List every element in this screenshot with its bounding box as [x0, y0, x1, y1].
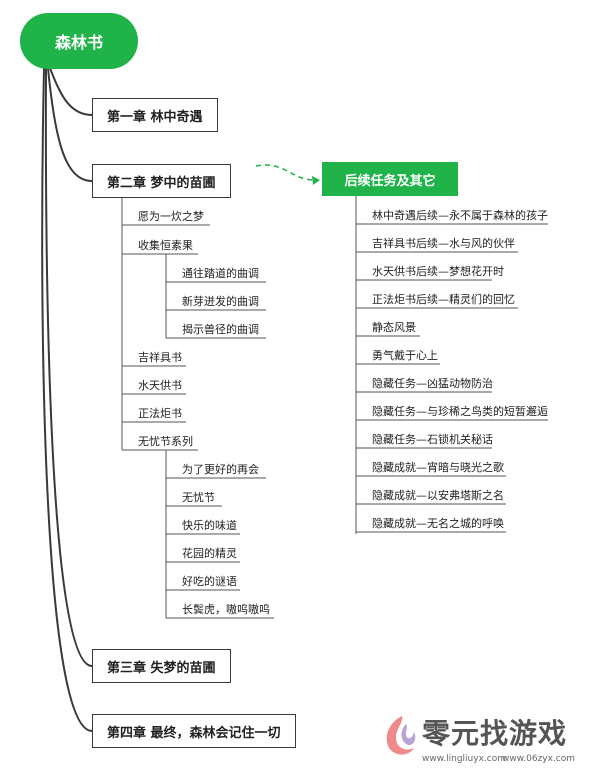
ch2-item: 水天供书	[138, 379, 182, 392]
connector-root-ch4	[41, 67, 93, 732]
chapter-4-node[interactable]: 第四章 最终，森林会记住一切	[92, 714, 296, 748]
watermark-url: www.06zyx.com	[502, 754, 576, 764]
chapter-1-node[interactable]: 第一章 林中奇遇	[92, 98, 218, 132]
ch2-subitem: 为了更好的再会	[182, 463, 259, 476]
ch2-item: 正法炬书	[138, 407, 182, 420]
ch2-subitem: 花园的精灵	[182, 547, 237, 560]
followup-item: 林中奇遇后续—永不属于森林的孩子	[372, 209, 548, 222]
followup-item: 正法炬书后续—精灵们的回忆	[372, 293, 515, 306]
followup-item: 勇气戴于心上	[372, 349, 438, 362]
followup-node[interactable]: 后续任务及其它	[322, 162, 458, 196]
connector-root-ch2	[47, 67, 93, 182]
ch2-item: 吉祥具书	[138, 351, 182, 364]
followup-item: 隐藏成就—宵暗与晓光之歌	[372, 461, 504, 474]
arrow-head	[312, 176, 320, 185]
followup-item: 隐藏任务—石锁机关秘话	[372, 433, 493, 446]
watermark: 零元找游戏 www.lingliuyx.com www.06zyx.com	[378, 712, 598, 770]
chapter-3-node[interactable]: 第三章 失梦的苗圃	[92, 649, 231, 683]
watermark-logo-icon	[386, 716, 416, 755]
connector-root-ch3	[44, 67, 93, 667]
ch2-subitem: 新芽迸发的曲调	[182, 295, 259, 308]
ch2-subitem: 揭示兽径的曲调	[182, 323, 259, 336]
ch2-subitem: 通往踏道的曲调	[182, 267, 259, 280]
followup-item: 水天供书后续—梦想花开时	[372, 265, 504, 278]
watermark-title: 零元找游戏	[422, 717, 568, 750]
ch2-item: 愿为一炊之梦	[138, 210, 204, 223]
ch2-item: 收集恒素果	[138, 239, 193, 252]
ch2-subitem: 长鬓虎，嗷呜嗷呜	[182, 603, 270, 616]
ch2-subitem: 无忧节	[182, 491, 215, 504]
ch2-subitem: 好吃的谜语	[182, 575, 237, 588]
followup-item: 隐藏任务—凶猛动物防治	[372, 377, 493, 390]
followup-item: 静态风景	[372, 321, 416, 334]
connector-ch2-followup	[255, 164, 319, 181]
watermark-url: www.lingliuyx.com	[422, 754, 506, 764]
chapter-2-node[interactable]: 第二章 梦中的苗圃	[92, 164, 231, 198]
ch2-subitem: 快乐的味道	[182, 519, 237, 532]
followup-item: 吉祥具书后续—水与风的伙伴	[372, 237, 515, 250]
ch2-item: 无忧节系列	[138, 435, 193, 448]
connector-root-ch1	[49, 67, 93, 116]
followup-item: 隐藏任务—与珍稀之鸟类的短暂邂逅	[372, 405, 548, 418]
root-node[interactable]: 森林书	[20, 13, 138, 69]
followup-item: 隐藏成就—以安弗塔斯之名	[372, 489, 504, 502]
followup-item: 隐藏成就—无名之城的呼唤	[372, 517, 504, 530]
